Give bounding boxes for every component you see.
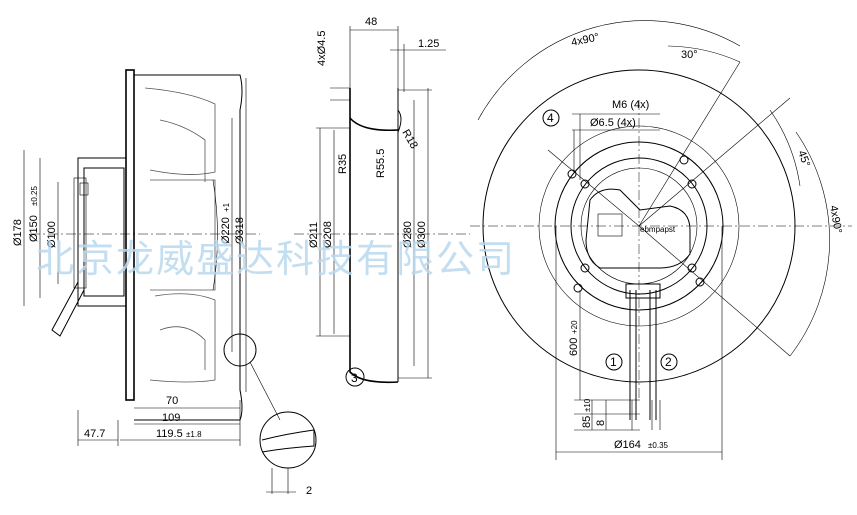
dim-1-25: 1.25 — [418, 38, 439, 50]
dim-119-5-tol: ±1.8 — [186, 430, 202, 439]
dim-d300: Ø300 — [416, 221, 428, 248]
bubble-3-label: 3 — [351, 371, 358, 385]
dim-85-tol: ±10 — [583, 398, 592, 412]
side-view: Ø178 Ø150 ±0.25 Ø100 Ø220 +1 Ø318 70 109… — [12, 69, 317, 497]
dim-4x-d4-5: 4xØ4.5 — [316, 31, 328, 66]
dim-8: 8 — [595, 420, 607, 426]
dim-d164-tol: ±0.35 — [648, 441, 669, 450]
profile-view: 48 1.25 4xØ4.5 R35 R55.5 R18 Ø211 Ø208 Ø… — [294, 16, 470, 387]
dim-48: 48 — [365, 16, 377, 28]
mounting-plate — [125, 69, 135, 401]
dim-119-5: 119.5 — [156, 428, 183, 440]
detail-view — [259, 411, 317, 469]
dim-d150-tol: ±0.25 — [30, 185, 39, 206]
front-view: 4x90° 30° M6 (4x) Ø6.5 (4x) 45° 4x90° 60… — [470, 20, 852, 460]
bubble-1 — [605, 353, 623, 371]
dim-d280: Ø280 — [402, 221, 414, 248]
dim-r55-5: R55.5 — [375, 149, 387, 178]
dim-85: 85 — [581, 416, 593, 428]
bubble-2 — [660, 353, 678, 371]
dim-d178: Ø178 — [12, 219, 24, 246]
motor-hub — [77, 157, 127, 307]
dim-m6: M6 (4x) — [612, 99, 649, 111]
dim-d164: Ø164 — [614, 439, 641, 451]
detail-circle — [223, 333, 257, 367]
dim-d220: Ø220 — [220, 217, 232, 244]
dim-600-tol: +20 — [570, 320, 579, 334]
dim-2: 2 — [306, 485, 312, 497]
dim-d150: Ø150 — [28, 215, 40, 242]
dim-30deg: 30° — [681, 49, 698, 61]
bubble-2-label: 2 — [665, 355, 672, 369]
dim-d208: Ø208 — [322, 221, 334, 248]
dim-d100: Ø100 — [46, 221, 58, 248]
bubble-1-label: 1 — [610, 355, 617, 369]
dim-47-7: 47.7 — [84, 428, 105, 440]
bubble-4 — [542, 109, 560, 127]
dim-4x90-top: 4x90° — [570, 31, 600, 49]
dim-d220-tol: +1 — [222, 202, 231, 212]
inlet-profile — [349, 88, 399, 384]
dim-70: 70 — [166, 395, 178, 407]
dim-r18: R18 — [399, 128, 419, 151]
dim-4x90-right: 4x90° — [827, 204, 844, 234]
bubble-4-label: 4 — [547, 111, 554, 125]
dim-109: 109 — [162, 412, 180, 424]
dim-45deg: 45° — [795, 149, 812, 169]
dim-r35: R35 — [337, 154, 349, 174]
dim-d211: Ø211 — [308, 222, 320, 248]
bubble-3 — [345, 367, 365, 387]
dim-d6-5: Ø6.5 (4x) — [590, 117, 636, 129]
brand-label: ebmpapst — [640, 225, 676, 234]
cable-outlet — [51, 281, 85, 337]
watermark: 北京龙威盛达科技有限公司 — [36, 237, 516, 281]
dim-600: 600 — [568, 338, 580, 356]
dim-d318: Ø318 — [234, 217, 246, 244]
